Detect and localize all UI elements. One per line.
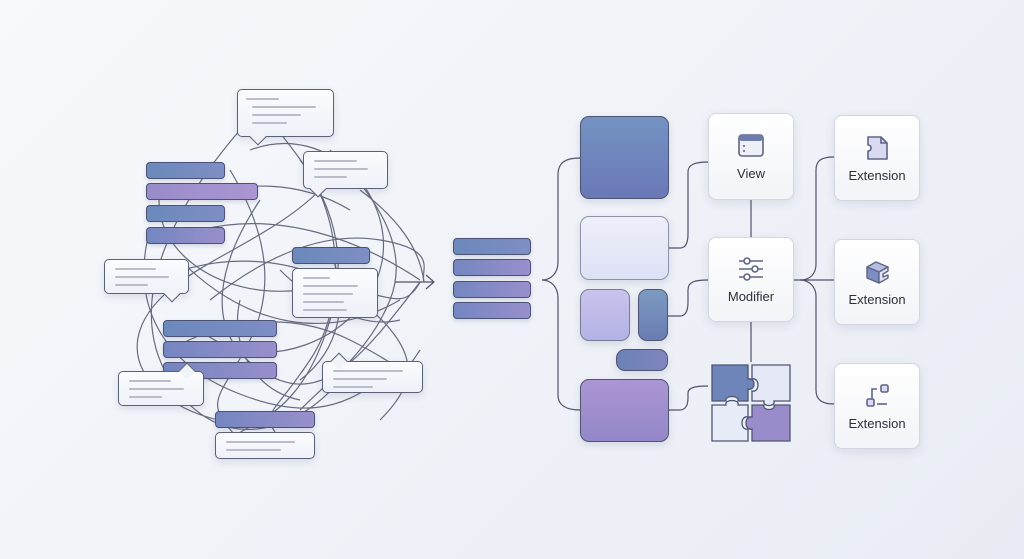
data-bar [146, 205, 225, 222]
link-light-to-view [668, 161, 709, 249]
speech-bubble [237, 89, 334, 146]
pill-block [616, 349, 668, 371]
extension-node-3[interactable]: Extension [834, 363, 920, 449]
speech-bubble [215, 432, 315, 459]
speech-bubble [303, 151, 388, 198]
light-block [580, 216, 669, 280]
extension-label: Extension [848, 291, 906, 307]
extension-node-2[interactable]: Extension [834, 239, 920, 325]
link-tall-to-modifier [668, 279, 709, 317]
stack-row [453, 238, 531, 255]
small-purple-block [580, 289, 630, 341]
modifier-node[interactable]: Modifier [708, 237, 794, 322]
sliders-icon [739, 257, 763, 281]
modifier-label: Modifier [727, 289, 775, 304]
data-bar [146, 183, 258, 200]
connector-icon [866, 383, 889, 407]
brace-stack-to-blocks [541, 157, 581, 411]
speech-bubble [104, 259, 189, 303]
extension-label: Extension [848, 415, 906, 431]
speech-bubble [322, 352, 423, 393]
large-blue-block [580, 116, 669, 199]
puzzle-icon [711, 364, 791, 442]
data-bar [292, 247, 370, 264]
large-purple-block [580, 379, 669, 442]
speech-bubble [292, 268, 378, 318]
stack-row [453, 259, 531, 276]
data-bar [163, 341, 277, 358]
view-label: View [737, 166, 765, 181]
arrow-icon [395, 274, 435, 290]
view-node[interactable]: View [708, 113, 794, 200]
extension-node-1[interactable]: Extension [834, 115, 920, 201]
data-bar [146, 227, 225, 244]
stack-row [453, 302, 531, 319]
data-bar [215, 411, 315, 428]
stack-row [453, 281, 531, 298]
tall-blue-block [638, 289, 668, 341]
extension-label: Extension [848, 167, 906, 183]
window-icon [738, 134, 764, 157]
brace-modifier-to-extensions [794, 156, 835, 405]
link-purple-to-puzzle [668, 385, 709, 411]
data-bar [146, 162, 225, 179]
cube-notch-icon [866, 260, 889, 284]
document-notch-icon [867, 135, 888, 160]
speech-bubble [118, 362, 204, 406]
data-bar [163, 320, 277, 337]
